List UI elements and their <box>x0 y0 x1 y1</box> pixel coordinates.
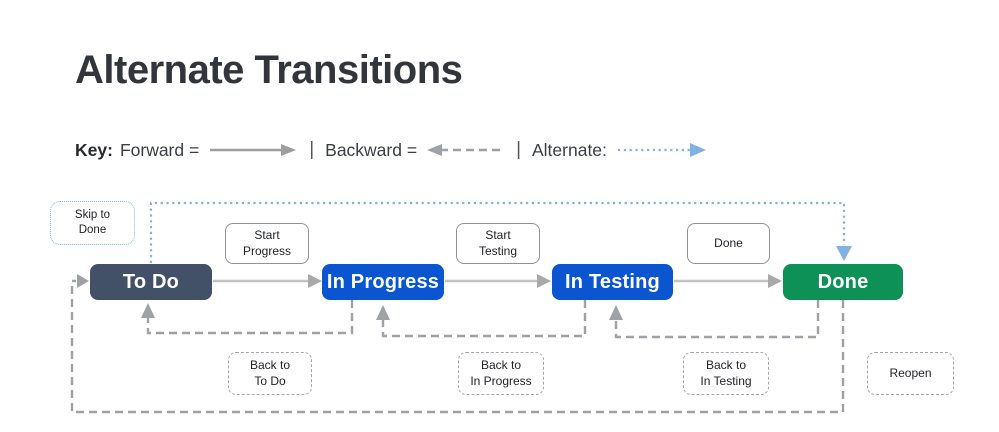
transition-label-skip-to-done: Skip to Done <box>50 201 135 245</box>
transition-label-back-to-in-progress: Back to In Progress <box>458 352 544 395</box>
state-todo: To Do <box>90 264 212 300</box>
legend: Key: Forward = | Backward = | Alternate: <box>75 136 719 164</box>
page-title: Alternate Transitions <box>75 48 463 92</box>
backward-arrow-to-todo <box>141 300 354 335</box>
backward-arrow-to-in-testing <box>609 300 820 339</box>
forward-arrow <box>674 274 782 288</box>
transition-label-back-to-in-testing: Back to In Testing <box>683 352 769 395</box>
transition-label-start-testing: Start Testing <box>456 223 540 264</box>
state-in-testing: In Testing <box>552 264 673 300</box>
transition-label-start-progress: Start Progress <box>225 223 309 264</box>
backward-arrow-icon <box>427 144 504 156</box>
legend-key-label: Key: <box>75 139 113 160</box>
legend-forward-label: Forward = <box>119 139 200 160</box>
legend-separator: | <box>309 139 315 160</box>
backward-arrow-to-in-progress <box>376 300 587 338</box>
transition-label-done: Done <box>687 223 770 264</box>
transition-label-back-to-todo: Back to To Do <box>228 352 312 395</box>
state-done: Done <box>783 264 903 300</box>
transition-label-reopen: Reopen <box>867 352 954 395</box>
forward-arrow <box>213 274 322 288</box>
alternate-arrow-skip-to-done <box>149 201 852 263</box>
forward-arrow-icon <box>210 144 297 156</box>
forward-arrow <box>445 274 551 288</box>
legend-backward-label: Backward = <box>325 139 418 160</box>
backward-arrow-reopen <box>70 274 845 414</box>
legend-alternate-label: Alternate: <box>532 139 607 160</box>
state-in-progress: In Progress <box>322 264 444 300</box>
alternate-arrow-icon <box>617 143 706 157</box>
legend-separator: | <box>516 139 521 160</box>
